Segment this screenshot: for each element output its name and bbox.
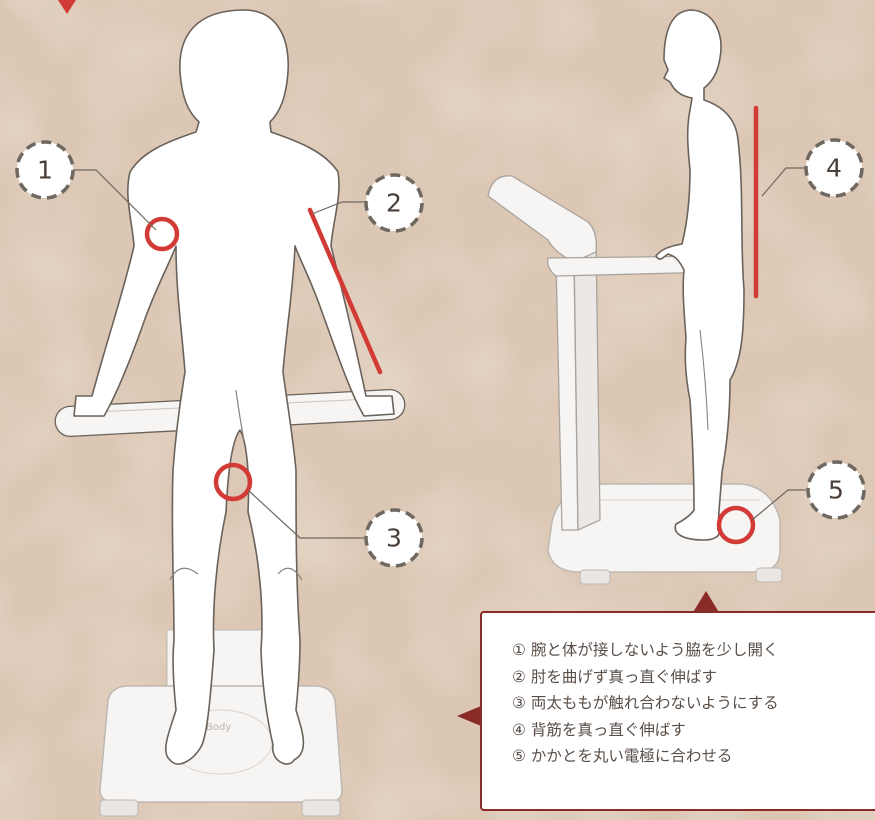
number-label-3: 3 bbox=[386, 524, 402, 553]
number-badge-1: 1 bbox=[17, 142, 73, 198]
number-badge-3: 3 bbox=[366, 510, 422, 566]
number-label-5: 5 bbox=[828, 476, 844, 505]
number-label-4: 4 bbox=[826, 154, 842, 183]
instructions-callout: ① 腕と体が接しないよう脇を少し開く ② 肘を曲げず真っ直ぐ伸ばす ③ 両太もも… bbox=[480, 611, 875, 811]
instruction-item-1: ① 腕と体が接しないよう脇を少し開く bbox=[512, 637, 875, 664]
instruction-item-4: ④ 背筋を真っ直ぐ伸ばす bbox=[512, 717, 875, 744]
instruction-item-2: ② 肘を曲げず真っ直ぐ伸ばす bbox=[512, 664, 875, 691]
number-label-2: 2 bbox=[386, 189, 402, 218]
instruction-list: ① 腕と体が接しないよう脇を少し開く ② 肘を曲げず真っ直ぐ伸ばす ③ 両太もも… bbox=[512, 637, 875, 770]
instruction-item-3: ③ 両太ももが触れ合わないようにする bbox=[512, 690, 875, 717]
number-label-1: 1 bbox=[37, 156, 53, 185]
number-badge-4: 4 bbox=[806, 140, 862, 196]
number-badge-5: 5 bbox=[808, 462, 864, 518]
number-badge-2: 2 bbox=[366, 175, 422, 231]
instruction-item-5: ⑤ かかとを丸い電極に合わせる bbox=[512, 743, 875, 770]
